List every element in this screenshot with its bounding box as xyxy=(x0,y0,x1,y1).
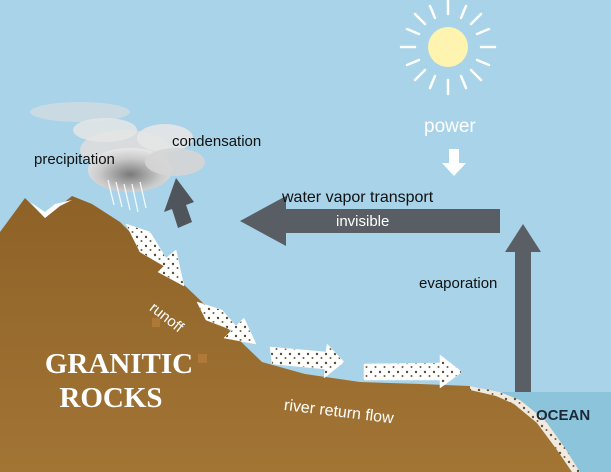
power-label: power xyxy=(424,117,476,136)
evaporation-label: evaporation xyxy=(419,276,497,291)
invisible-label: invisible xyxy=(336,214,389,229)
sun-icon xyxy=(401,0,495,94)
condensation-label: condensation xyxy=(172,134,261,149)
ocean-label: OCEAN xyxy=(536,408,590,423)
water-vapor-transport-label: water vapor transport xyxy=(282,190,433,206)
granitic-rocks-label-line2: ROCKS xyxy=(26,384,196,413)
precipitation-label: precipitation xyxy=(34,152,115,167)
granitic-rocks-label-line1: GRANITIC xyxy=(34,350,204,379)
